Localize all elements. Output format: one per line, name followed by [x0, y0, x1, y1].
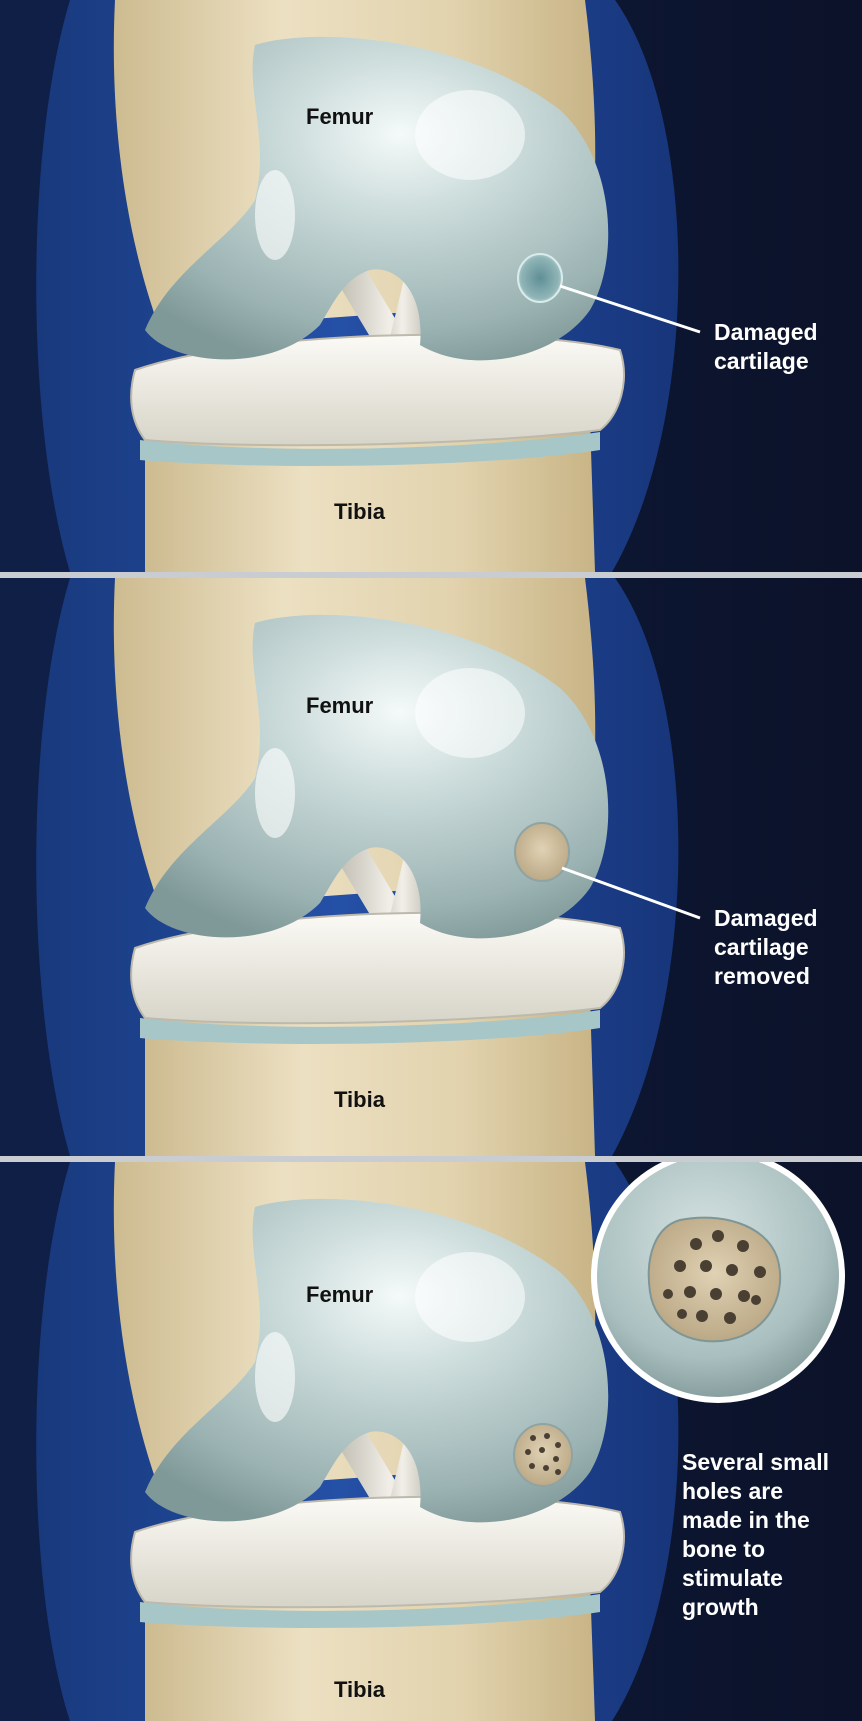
callout-line: holes are [682, 1477, 829, 1506]
panel-cartilage-removed: Femur Tibia Damaged cartilage removed [0, 578, 862, 1156]
callout-line: growth [682, 1593, 829, 1622]
callout-line: stimulate [682, 1564, 829, 1593]
callout-line: cartilage [714, 933, 818, 962]
panel-damaged-cartilage: Femur Tibia Damaged cartilage [0, 0, 862, 572]
callout-damaged-cartilage: Damaged cartilage [714, 318, 818, 376]
damaged-spot [518, 254, 562, 302]
panel-microfracture: Femur Tibia Several small holes are made… [0, 1162, 862, 1721]
femur-label: Femur [306, 104, 373, 130]
knee-illustration-2 [0, 578, 862, 1156]
callout-holes-stimulate-growth: Several small holes are made in the bone… [682, 1448, 829, 1622]
callout-cartilage-removed: Damaged cartilage removed [714, 904, 818, 991]
knee-illustration-1 [0, 0, 862, 572]
tibia-label: Tibia [334, 499, 385, 525]
tibia-label: Tibia [334, 1087, 385, 1113]
microfracture-defect [514, 1424, 572, 1486]
callout-line: bone to [682, 1535, 829, 1564]
callout-line: removed [714, 962, 818, 991]
callout-line: Damaged [714, 904, 818, 933]
defect-spot [515, 823, 569, 881]
callout-line: cartilage [714, 347, 818, 376]
callout-line: made in the [682, 1506, 829, 1535]
knee-illustration-3 [0, 1162, 862, 1721]
tibia-label: Tibia [334, 1677, 385, 1703]
callout-line: Damaged [714, 318, 818, 347]
femur-label: Femur [306, 1282, 373, 1308]
callout-line: Several small [682, 1448, 829, 1477]
femur-label: Femur [306, 693, 373, 719]
